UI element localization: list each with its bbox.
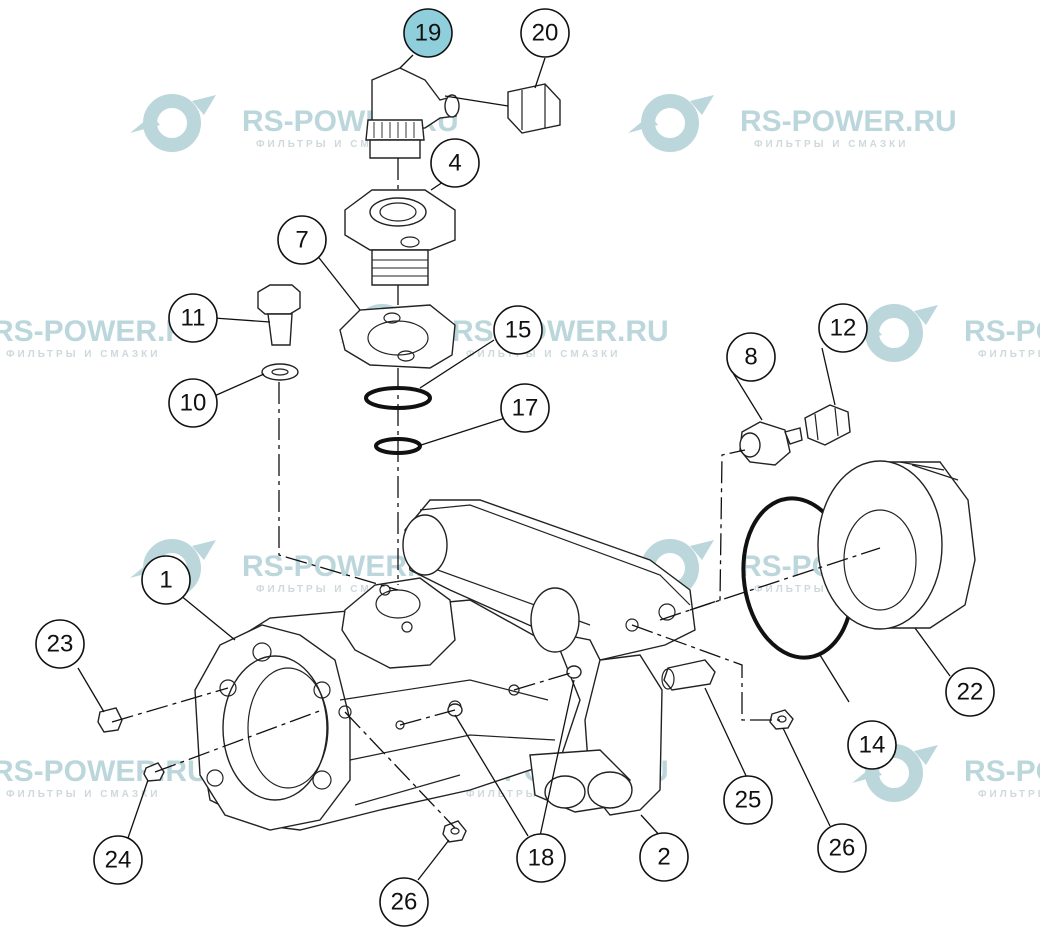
fitting-part-8: [739, 421, 803, 466]
washer-part-10: [261, 363, 299, 381]
leader-lines: [77, 54, 951, 881]
cover-part-22: [817, 460, 976, 630]
callout-22: 22: [945, 667, 995, 717]
watermark-wing-icon: [852, 305, 938, 343]
callout-8: 8: [726, 332, 776, 382]
watermark-wing-icon: [852, 745, 938, 783]
assembly-center-lines: [111, 158, 881, 829]
watermark-tagline: ФИЛЬТРЫ И СМАЗКИ: [256, 139, 410, 150]
plug-part-26-left: [442, 820, 467, 843]
callout-number-1: 1: [159, 567, 172, 594]
nut-part-20: [507, 83, 561, 134]
callout-20: 20: [520, 8, 570, 58]
callout-1: 1: [141, 555, 191, 605]
callout-number-14: 14: [859, 732, 886, 759]
watermark-tagline: ФИЛЬТРЫ И СМАЗКИ: [978, 349, 1040, 360]
callout-number-19: 19: [415, 20, 442, 47]
adapter-part-4: [344, 189, 456, 286]
callout-17: 17: [500, 383, 550, 433]
watermark-tagline: ФИЛЬТРЫ И СМАЗКИ: [466, 349, 620, 360]
parts-layer: [97, 67, 976, 843]
callout-number-10: 10: [180, 390, 207, 417]
callout-19: 19: [403, 8, 453, 58]
callout-10: 10: [168, 378, 218, 428]
watermark-tagline: ФИЛЬТРЫ И СМАЗКИ: [754, 139, 908, 150]
callout-number-2: 2: [657, 844, 670, 871]
callout-4: 4: [430, 138, 480, 188]
watermark-wing-icon: [628, 95, 714, 133]
callout-7: 7: [277, 215, 327, 265]
callout-14: 14: [847, 720, 897, 770]
callout-number-25: 25: [735, 787, 762, 814]
callout-25: 25: [723, 775, 773, 825]
watermark-brand: RS-POWER.RU: [452, 315, 669, 348]
watermark-brand: RS-POWER.RU: [0, 755, 209, 788]
bracket-part-2: [402, 499, 696, 816]
callout-number-22: 22: [957, 679, 984, 706]
callout-number-26-left: 26: [391, 889, 418, 916]
callout-number-18: 18: [528, 845, 555, 872]
callout-number-20: 20: [532, 20, 559, 47]
pin-part-25: [661, 659, 716, 691]
callout-11: 11: [168, 293, 218, 343]
callout-number-24: 24: [105, 847, 132, 874]
watermark-brand: RS-POWER.RU: [964, 755, 1040, 788]
callout-number-4: 4: [448, 150, 461, 177]
bolt-part-11: [257, 284, 301, 346]
callout-number-8: 8: [744, 344, 757, 371]
gasket-part-7: [339, 304, 456, 369]
elbow-fitting-part-19: [365, 67, 460, 159]
callout-number-11: 11: [181, 305, 206, 332]
callout-number-12: 12: [830, 315, 857, 342]
callout-number-15: 15: [505, 317, 532, 344]
watermark-tagline: ФИЛЬТРЫ И СМАЗКИ: [978, 789, 1040, 800]
callout-18: 18: [516, 833, 566, 883]
top-flange: [341, 577, 456, 669]
callout-number-26-right: 26: [829, 835, 856, 862]
watermark-tagline: ФИЛЬТРЫ И СМАЗКИ: [256, 584, 410, 595]
nut-part-12: [804, 404, 851, 446]
callout-23: 23: [35, 619, 85, 669]
watermark-wing-icon: [130, 95, 216, 133]
watermark-brand: RS-POWER.RU: [740, 105, 957, 138]
watermark-tagline: ФИЛЬТРЫ И СМАЗКИ: [6, 349, 160, 360]
plug-part-26-right: [769, 709, 794, 730]
callout-12: 12: [818, 303, 868, 353]
callout-number-23: 23: [47, 631, 74, 658]
watermark-tagline: ФИЛЬТРЫ И СМАЗКИ: [6, 789, 160, 800]
callout-2: 2: [639, 832, 689, 882]
callout-number-7: 7: [295, 227, 308, 254]
plug-part-23: [97, 707, 123, 733]
callout-number-17: 17: [512, 395, 539, 422]
callout-24: 24: [93, 835, 143, 885]
watermark-brand: RS-POWER.RU: [964, 315, 1040, 348]
plug-part-24: [143, 762, 165, 782]
callout-26-right: 26: [817, 823, 867, 873]
callout-26-left: 26: [379, 877, 429, 927]
callout-15: 15: [493, 305, 543, 355]
